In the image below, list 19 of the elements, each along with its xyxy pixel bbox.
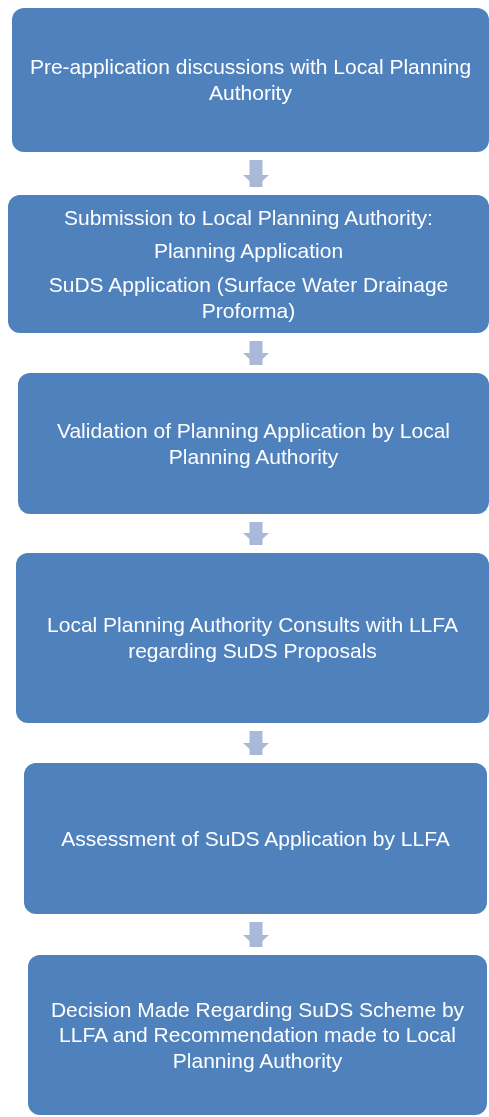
box-text: Decision Made Regarding SuDS Scheme by LLFA and Recommendation made to Local Planning Authority	[49, 996, 466, 1074]
process-box	[8, 195, 489, 333]
box-text: SuDS Application (Surface Water Drainage Proforma)	[47, 272, 450, 324]
arrow	[243, 160, 269, 187]
arrow	[243, 341, 269, 365]
process-box	[18, 373, 489, 514]
box-text: Local Planning Authority Consults with LLFA regarding SuDS Proposals	[46, 612, 459, 664]
box-text: Pre-application discussions with Local Planning Authority	[28, 54, 473, 106]
arrow	[243, 922, 269, 947]
process-box	[16, 553, 489, 723]
arrow	[243, 522, 269, 545]
process-box	[24, 763, 487, 914]
process-box	[28, 955, 487, 1115]
box-text: Validation of Planning Application by Local Planning Authority	[55, 417, 452, 470]
process-box	[12, 8, 489, 152]
box-text: Submission to Local Planning Authority:	[64, 204, 433, 231]
box-text: Planning Application	[153, 238, 344, 264]
box-text: Assessment of SuDS Application by LLFA	[61, 825, 450, 852]
arrow	[243, 731, 269, 755]
